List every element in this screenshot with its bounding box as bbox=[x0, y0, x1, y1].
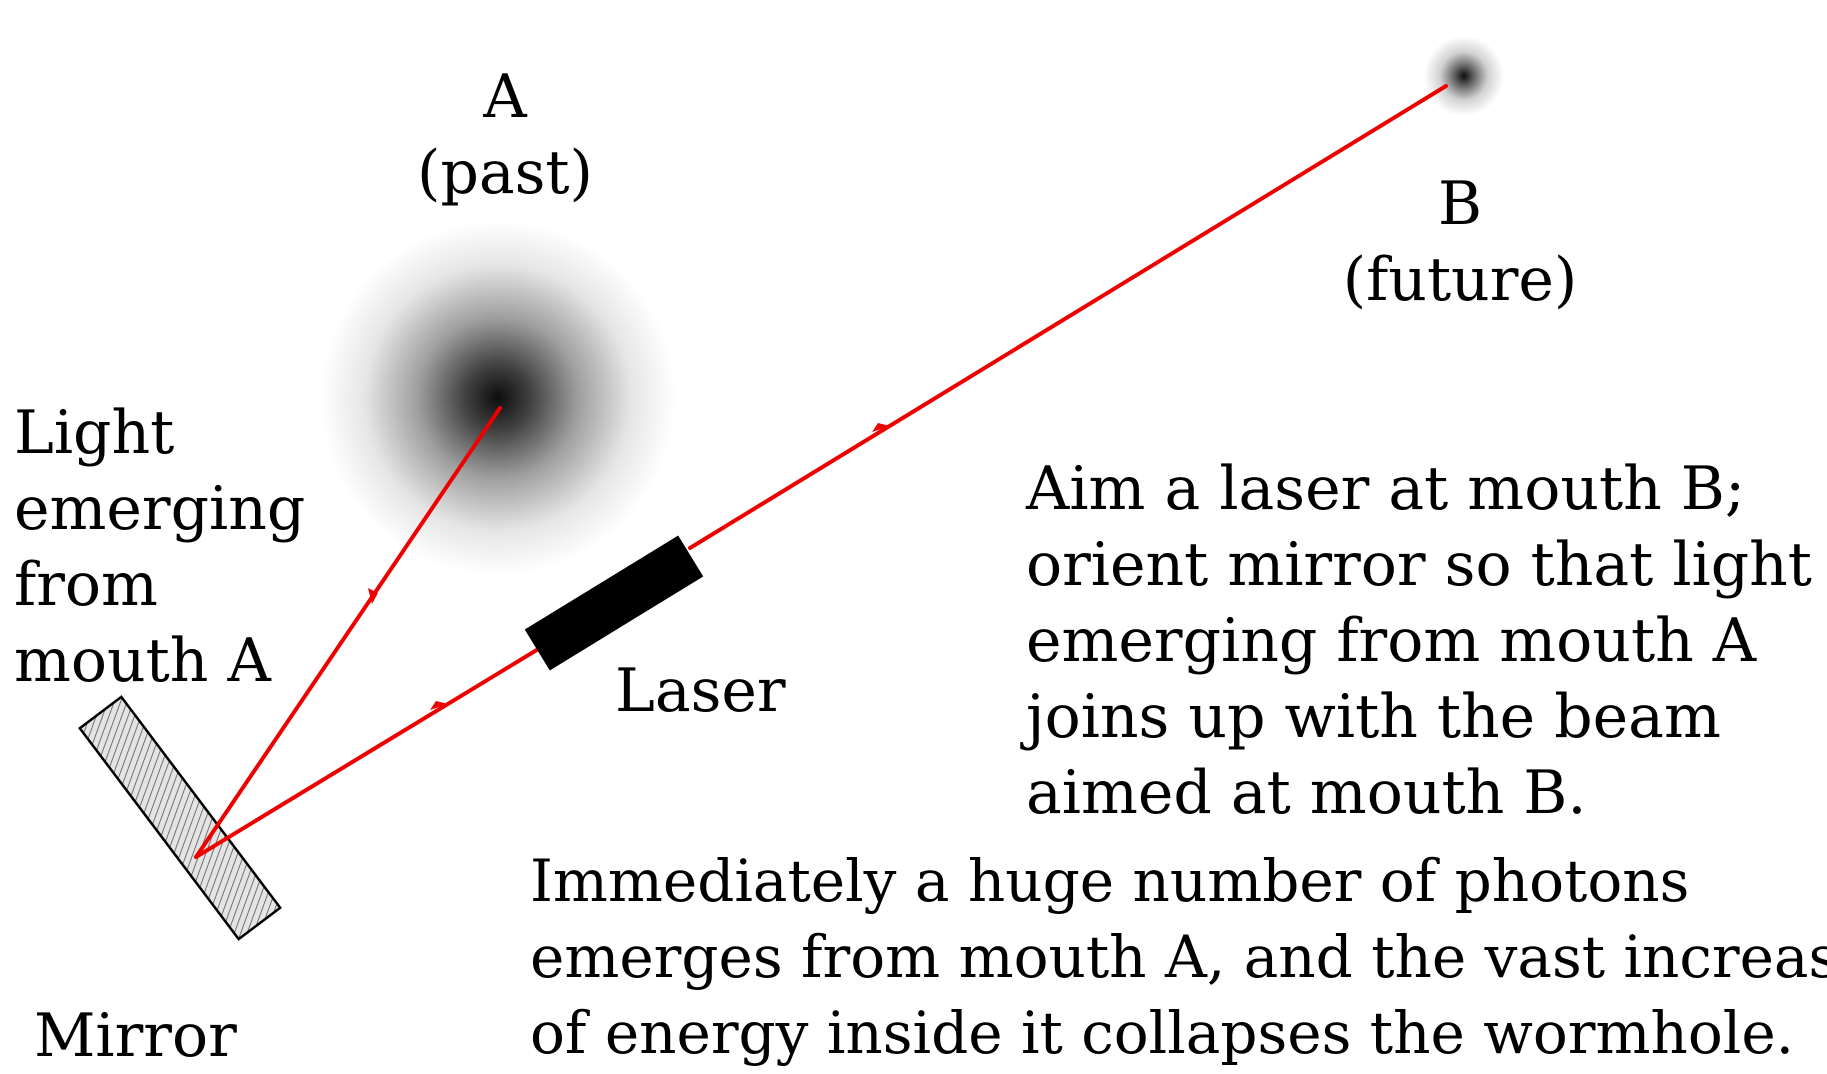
beam-mouth-a-to-mirror bbox=[194, 406, 502, 859]
outcome-line: Immediately a huge number of photons bbox=[530, 847, 1690, 915]
laser-label: Laser bbox=[615, 656, 786, 726]
beam-mirror-to-laser bbox=[194, 646, 542, 859]
instruction-line: joins up with the beam bbox=[1026, 682, 1721, 752]
mouth-b-time: (future) bbox=[1342, 245, 1578, 315]
laser-device bbox=[524, 535, 704, 671]
outcome-text: Immediately a huge number of photons eme… bbox=[530, 843, 1827, 1071]
beam-arrows bbox=[368, 423, 890, 710]
light-beams bbox=[194, 84, 1448, 859]
instruction-line: aimed at mouth B. bbox=[1026, 758, 1587, 828]
instruction-line: Aim a laser at mouth B; bbox=[1026, 454, 1746, 524]
beam-laser-to-mouth-b bbox=[688, 84, 1448, 550]
mouth-a-name: A bbox=[483, 62, 527, 132]
mouth-b-glow bbox=[1424, 36, 1504, 116]
mouth-b-label: B (future) bbox=[1340, 166, 1580, 318]
mouth-a-time: (past) bbox=[417, 138, 593, 208]
mirror-label: Mirror bbox=[34, 1001, 237, 1071]
instruction-text: Aim a laser at mouth B; orient mirror so… bbox=[1026, 451, 1812, 831]
instruction-line: emerging from mouth A bbox=[1026, 606, 1757, 676]
outcome-line: of energy inside it collapses the wormho… bbox=[530, 999, 1795, 1067]
arrow-toward-mirror bbox=[368, 588, 378, 604]
mouth-a-label: A (past) bbox=[405, 59, 605, 211]
light-emerging-line: from bbox=[14, 550, 158, 620]
light-emerging-line: mouth A bbox=[14, 626, 271, 696]
outcome-line: emerges from mouth A, and the vast incre… bbox=[530, 923, 1827, 991]
mouth-b-name: B bbox=[1437, 169, 1483, 239]
mouth-a-glow bbox=[320, 220, 676, 576]
instruction-line: orient mirror so that light bbox=[1026, 530, 1812, 600]
light-emerging-line: Light bbox=[14, 398, 175, 468]
arrow-toward-mouth-b bbox=[872, 423, 890, 432]
light-emerging-label: Light emerging from mouth A bbox=[14, 395, 305, 699]
arrow-toward-laser bbox=[430, 701, 448, 710]
mirror bbox=[78, 695, 282, 941]
light-emerging-line: emerging bbox=[14, 474, 306, 544]
